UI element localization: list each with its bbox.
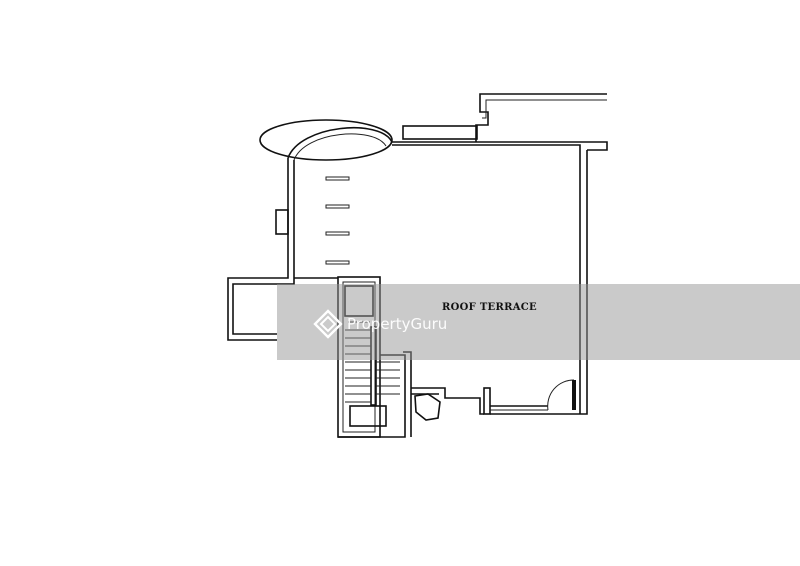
watermark-text: PropertyGuru (347, 315, 448, 333)
bottom-wall (411, 387, 580, 421)
watermark: PropertyGuru (313, 308, 447, 340)
parapet-block (402, 125, 478, 140)
watermark-band (277, 284, 800, 360)
propertyguru-logo-icon (313, 309, 343, 339)
wall-niche (275, 209, 289, 235)
upper-right-structure (402, 93, 608, 151)
outer-walls (227, 141, 588, 415)
bay-window (414, 393, 441, 421)
curved-balcony (259, 119, 393, 161)
room-label-roof-terrace: ROOF TERRACE (442, 302, 537, 313)
skylight-slots (325, 176, 350, 265)
door-swing (547, 379, 576, 411)
